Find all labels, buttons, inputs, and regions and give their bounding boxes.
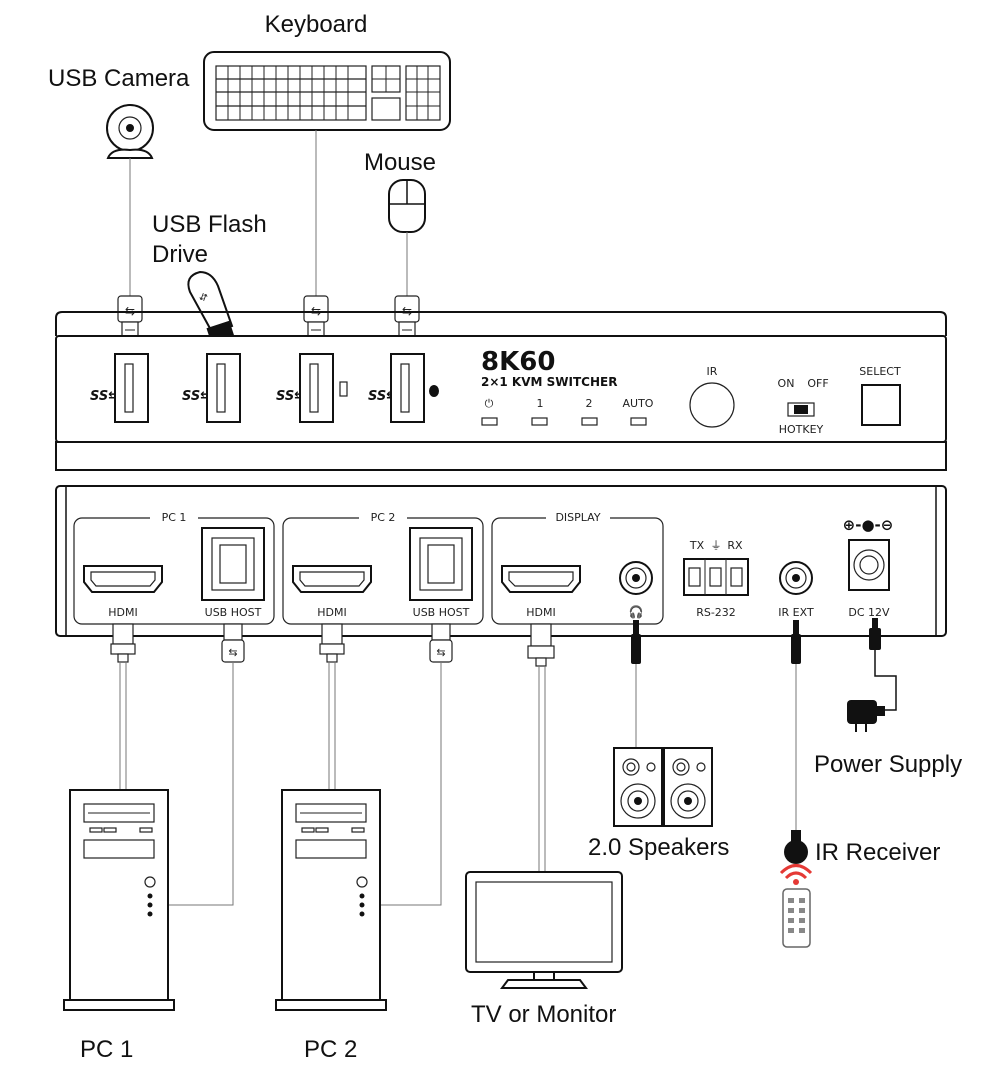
polarity-icon: ⊕-●-⊖	[843, 516, 894, 534]
svg-text:SS⇆: SS⇆	[368, 389, 397, 404]
svg-text:SS⇆: SS⇆	[276, 389, 305, 404]
ir-window	[689, 382, 735, 428]
usb-camera-label: USB Camera	[48, 65, 190, 92]
ir-receiver-label: IR Receiver	[815, 839, 940, 866]
headphone-icon: 🎧	[629, 605, 644, 619]
rs232-terminal	[683, 558, 749, 596]
display-port-group: DISPLAY	[491, 510, 664, 625]
led-auto-label: AUTO	[623, 397, 654, 410]
hotkey-label: HOTKEY	[779, 423, 824, 436]
front-usb-port-mouse: SS⇆	[368, 353, 439, 423]
model-name: 2×1 KVM SWITCHER	[481, 375, 617, 389]
rs232-label: RS-232	[696, 606, 736, 619]
rear-panel	[55, 485, 947, 637]
hotkey-toggle[interactable]	[787, 402, 815, 417]
speakers-label: 2.0 Speakers	[588, 834, 729, 861]
hotkey-off-label: OFF	[807, 377, 828, 390]
ir-plug	[791, 620, 801, 664]
dc-cable	[874, 650, 897, 711]
display-hdmi-plug	[527, 623, 555, 667]
pc1-hdmi-plug	[110, 623, 136, 663]
svg-text:PC 2: PC 2	[371, 511, 396, 524]
svg-text:⇆: ⇆	[436, 646, 445, 659]
audio-plug	[631, 620, 641, 664]
rs232-tx-label: TX	[689, 539, 705, 552]
led-2	[581, 417, 598, 426]
power-led-label: ⏻	[485, 397, 494, 410]
audio-out-jack: 🎧	[619, 561, 653, 619]
pc2-tower-icon	[275, 789, 387, 1011]
pc1-tower-icon	[63, 789, 175, 1011]
pc2-label: PC 2	[304, 1036, 357, 1063]
pc2-usb-plug: ⇆	[429, 623, 453, 663]
svg-text:HDMI: HDMI	[108, 606, 137, 619]
pc1-hdmi-port: HDMI	[83, 565, 163, 619]
pc2-hdmi-port: HDMI	[292, 565, 372, 619]
pc1-usb-plug: ⇆	[221, 623, 245, 663]
pc1-label: PC 1	[80, 1036, 133, 1063]
svg-text:DISPLAY: DISPLAY	[555, 511, 600, 524]
keyboard-label: Keyboard	[265, 11, 368, 38]
tv-monitor-icon	[465, 871, 623, 989]
svg-text:USB HOST: USB HOST	[413, 606, 470, 619]
remote-control-icon	[782, 888, 811, 948]
dc-power-jack	[848, 539, 890, 591]
ground-icon: ⏚	[711, 539, 722, 552]
led-1-label: 1	[537, 397, 544, 410]
led-auto	[630, 417, 647, 426]
front-usb-port-keyboard: SS⇆	[276, 353, 348, 423]
display-hdmi-port: HDMI	[501, 565, 581, 619]
select-label: SELECT	[859, 365, 901, 378]
svg-text:SS⇆: SS⇆	[182, 389, 211, 404]
keyboard-port-icon	[339, 381, 348, 397]
svg-text:HDMI: HDMI	[317, 606, 346, 619]
usb-flash-label-1: USB Flash	[152, 211, 267, 238]
speakers-icon	[613, 747, 713, 827]
pc2-usb-cable	[380, 662, 442, 906]
pc1-usb-host-port: USB HOST	[201, 527, 265, 619]
ir-ext-label: IR EXT	[778, 606, 814, 619]
rs232-rx-label: RX	[727, 539, 743, 552]
keyboard-icon	[203, 51, 451, 131]
svg-text:⇆: ⇆	[228, 646, 237, 659]
mouse-icon	[388, 179, 426, 233]
usb-plug-mouse: ⇆	[394, 295, 420, 341]
front-usb-port-1: SS⇆	[90, 353, 149, 423]
usb-plug-keyboard: ⇆	[303, 295, 329, 341]
remote-signal-icon	[779, 864, 813, 885]
ir-label: IR	[707, 365, 718, 378]
hotkey-on-label: ON	[778, 377, 795, 390]
usb-flash-label-2: Drive	[152, 241, 208, 268]
pc2-usb-host-port: USB HOST	[409, 527, 473, 619]
brand-title: 8K60	[481, 347, 555, 377]
usb-camera-icon	[106, 104, 154, 159]
led-2-label: 2	[586, 397, 593, 410]
power-adapter-icon	[847, 700, 885, 732]
tv-monitor-label: TV or Monitor	[471, 1001, 616, 1028]
svg-text:⇆: ⇆	[197, 291, 210, 303]
front-panel	[55, 311, 947, 471]
svg-text:HDMI: HDMI	[526, 606, 555, 619]
pc1-usb-cable	[168, 662, 234, 906]
dc-label: DC 12V	[848, 606, 890, 619]
front-usb-port-2: SS⇆	[182, 353, 241, 423]
power-supply-label: Power Supply	[814, 751, 962, 778]
power-led	[481, 417, 498, 426]
svg-text:USB HOST: USB HOST	[205, 606, 262, 619]
ir-ext-jack	[779, 561, 813, 595]
svg-text:PC 1: PC 1	[162, 511, 187, 524]
pc2-hdmi-plug	[319, 623, 345, 663]
usb-plug-camera: ⇆	[117, 295, 143, 341]
ir-receiver-icon	[784, 830, 808, 864]
led-1	[531, 417, 548, 426]
mouse-label: Mouse	[364, 149, 436, 176]
mouse-port-icon	[429, 385, 439, 397]
select-button[interactable]	[861, 384, 901, 426]
pc2-port-group: PC 2	[282, 510, 484, 625]
svg-text:SS⇆: SS⇆	[90, 389, 119, 404]
dc-plug	[869, 618, 881, 650]
pc1-port-group: PC 1	[73, 510, 275, 625]
